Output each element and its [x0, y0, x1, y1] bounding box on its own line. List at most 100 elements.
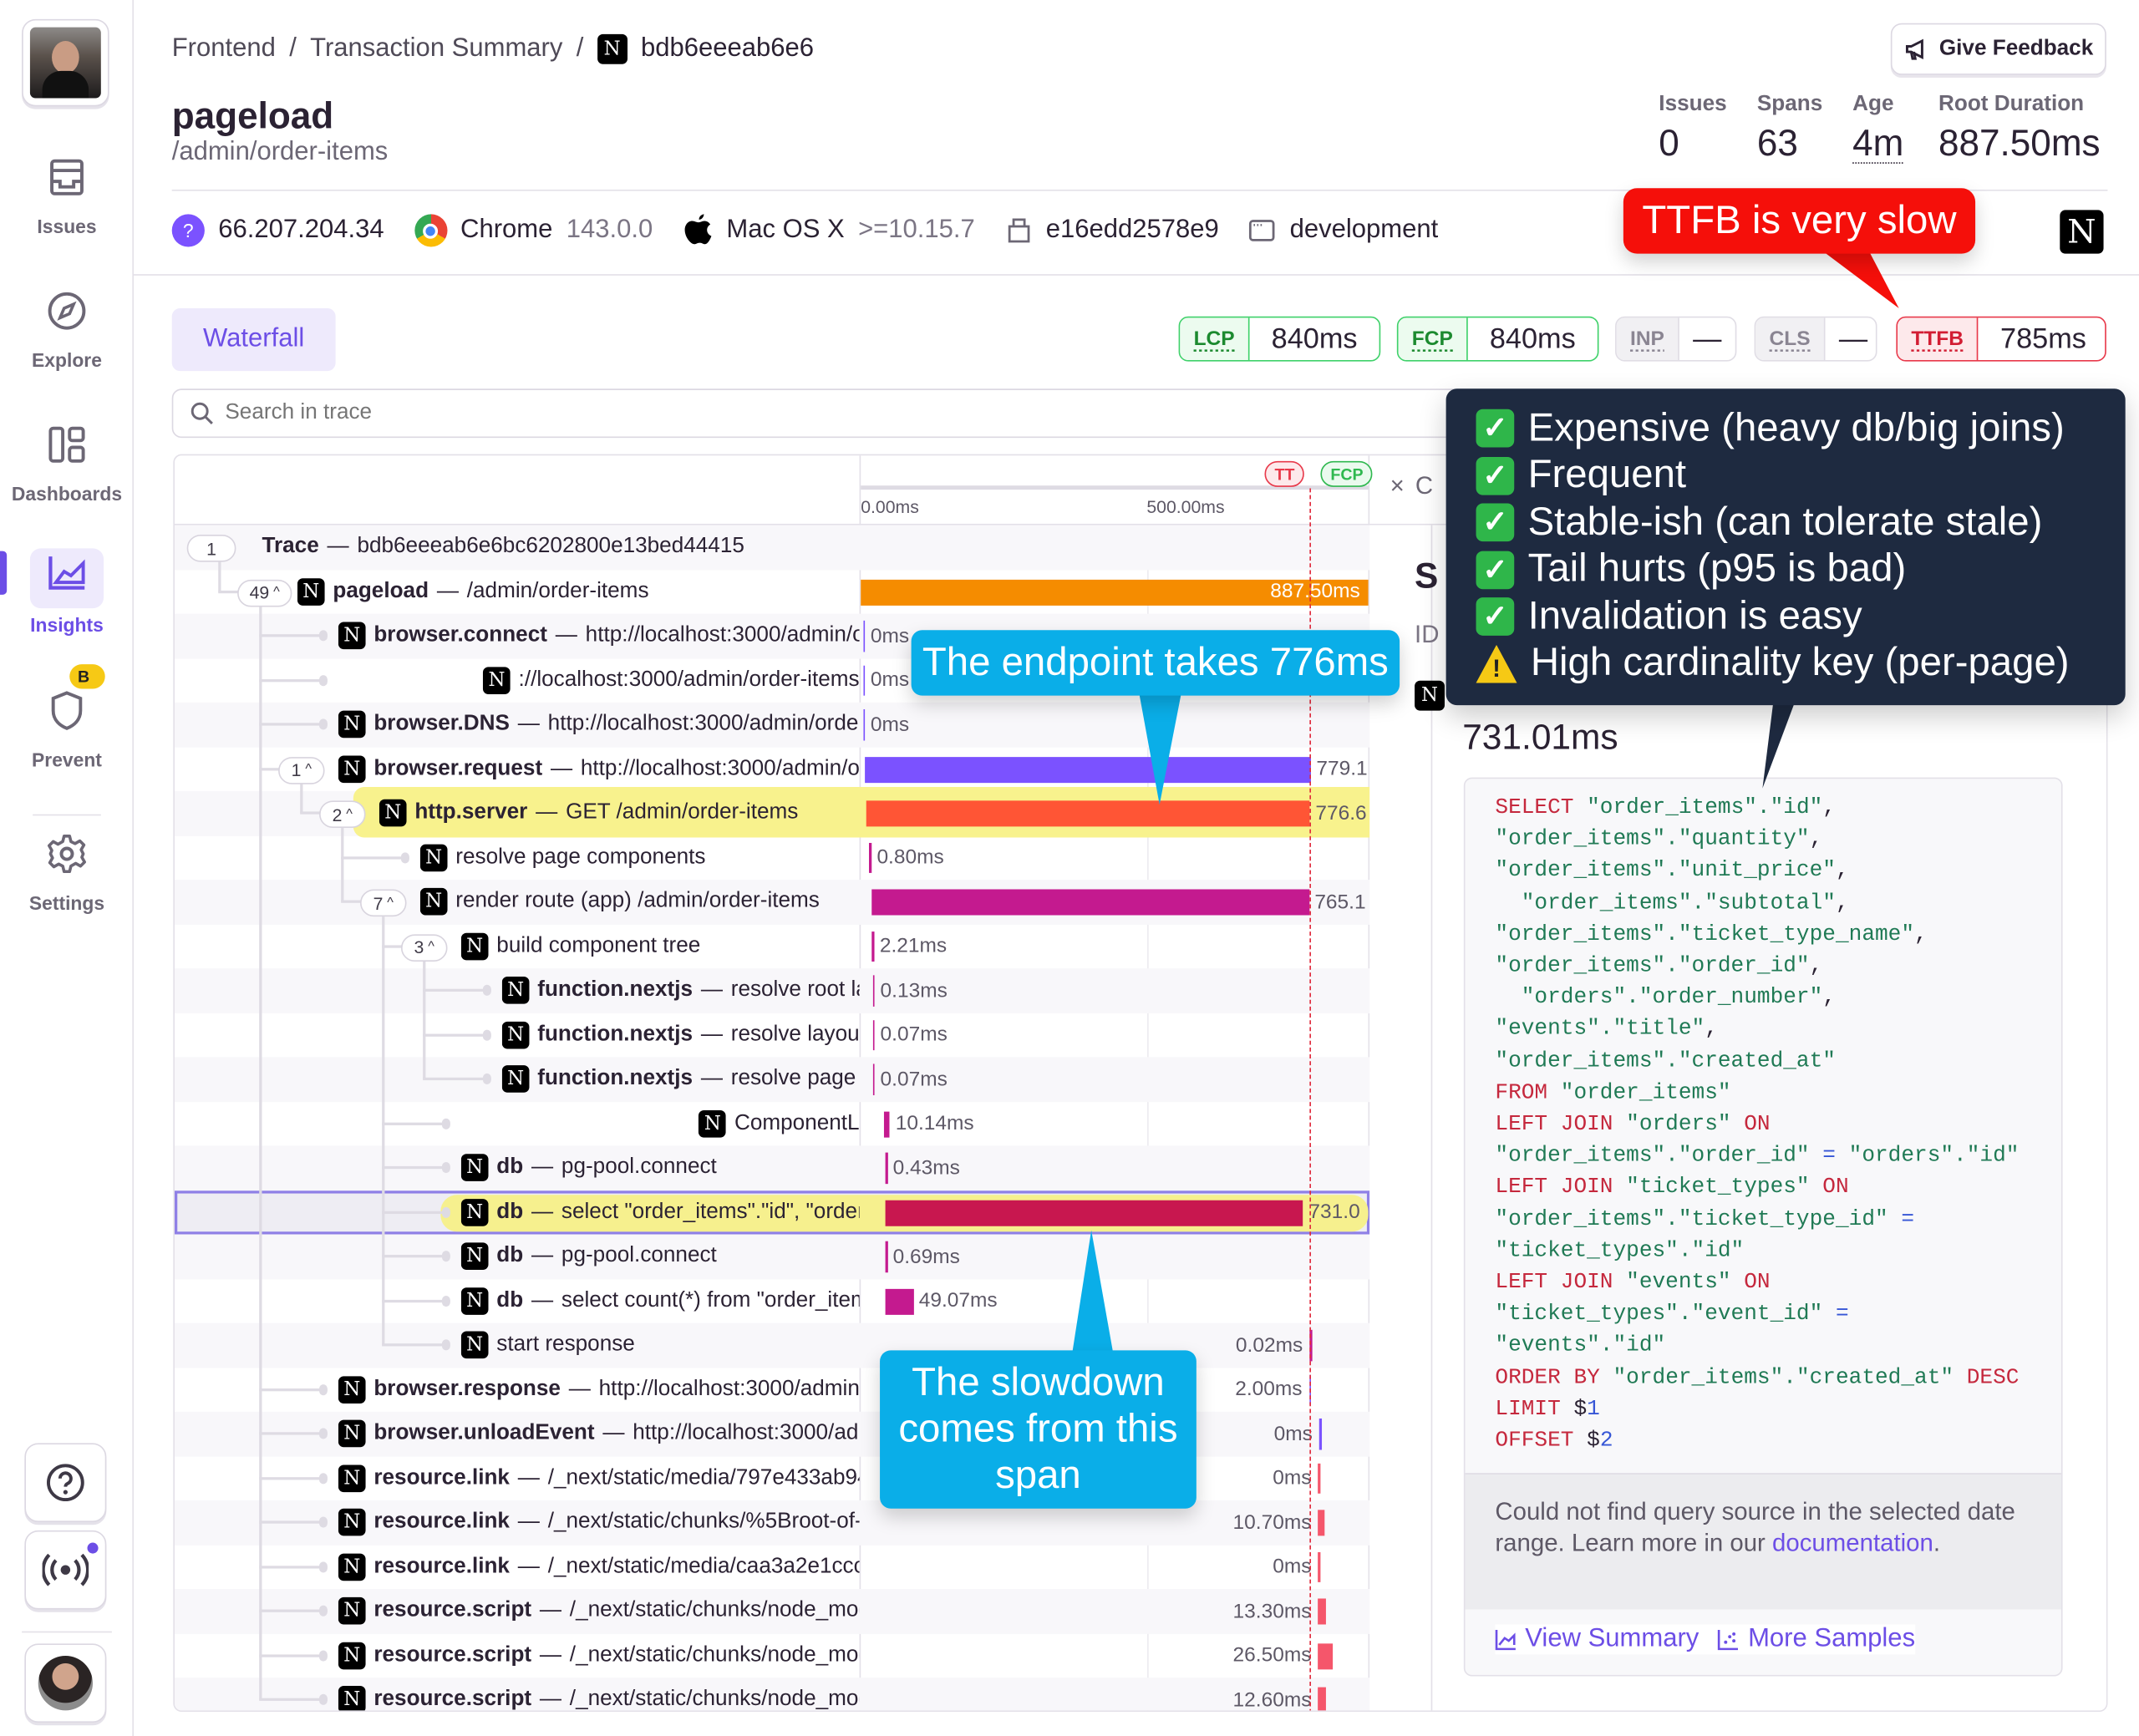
- span-bar[interactable]: [884, 1110, 891, 1137]
- span-row[interactable]: [174, 1057, 1370, 1102]
- source-note-text: Could not find query source in the selec…: [1495, 1497, 2015, 1556]
- org-avatar[interactable]: [22, 18, 109, 107]
- span-bar[interactable]: [1319, 1418, 1322, 1449]
- give-feedback-button[interactable]: Give Feedback: [1890, 23, 2106, 75]
- toggle-children-button[interactable]: 49^: [237, 579, 292, 607]
- toggle-children-button[interactable]: 3^: [400, 933, 448, 962]
- user-ip[interactable]: ? 66.207.204.34: [171, 214, 384, 247]
- vital-cls[interactable]: CLS—: [1754, 316, 1877, 362]
- minimap-track[interactable]: [861, 485, 1369, 490]
- broadcasts-button[interactable]: [24, 1530, 107, 1610]
- span-bar[interactable]: [1318, 1551, 1321, 1582]
- span-bar[interactable]: [885, 1199, 1303, 1226]
- span-bar[interactable]: [871, 931, 875, 962]
- span-bar[interactable]: [866, 800, 1310, 827]
- sidebar-item-insights[interactable]: Insights: [0, 548, 134, 636]
- breadcrumb-frontend[interactable]: Frontend: [171, 33, 276, 63]
- sql-token: ,: [1835, 858, 1849, 883]
- span-bar[interactable]: [885, 1288, 914, 1315]
- more-samples-link[interactable]: More Samples: [1718, 1624, 1915, 1654]
- span-row[interactable]: [174, 1145, 1370, 1190]
- span-bar[interactable]: [1318, 1510, 1324, 1536]
- stat-value[interactable]: 4m: [1852, 122, 1904, 164]
- span-bar[interactable]: [872, 975, 876, 1007]
- sidebar-item-dashboards[interactable]: Dashboards: [0, 423, 134, 505]
- span-row[interactable]: [174, 1589, 1370, 1634]
- span-bar[interactable]: [1318, 1642, 1334, 1669]
- marker-tt[interactable]: TT: [1265, 460, 1304, 487]
- span-label[interactable]: Trace—bdb6eeeab6e6bc6202800e13bed44415: [262, 525, 848, 570]
- span-label[interactable]: Ndb—select "order_items"."id", "order_it…: [460, 1190, 860, 1234]
- span-bar[interactable]: [1318, 1598, 1326, 1625]
- sidebar-item-issues[interactable]: Issues: [0, 155, 134, 237]
- sidebar-item-explore[interactable]: Explore: [0, 289, 134, 371]
- trace-row[interactable]: [174, 525, 1370, 570]
- os-info[interactable]: Mac OS X >=10.15.7: [683, 213, 975, 248]
- span-bar[interactable]: [872, 1063, 876, 1095]
- sidebar-item-settings[interactable]: Settings: [0, 832, 134, 914]
- toggle-children-button[interactable]: 1: [186, 535, 236, 562]
- toggle-children-button[interactable]: 2^: [319, 800, 366, 829]
- span-bar[interactable]: [862, 664, 866, 696]
- span-row[interactable]: [174, 1678, 1370, 1711]
- toggle-children-button[interactable]: 7^: [360, 889, 407, 917]
- help-button[interactable]: [24, 1443, 107, 1523]
- browser-info[interactable]: Chrome 143.0.0: [414, 214, 653, 247]
- span-bar[interactable]: [871, 889, 1309, 916]
- toggle-children-button[interactable]: 1^: [278, 756, 325, 784]
- close-detail-button[interactable]: ×C: [1390, 472, 1433, 500]
- search-input[interactable]: [225, 400, 1044, 426]
- span-label[interactable]: N://localhost:3000/admin/order-items: [338, 658, 860, 703]
- span-bar[interactable]: [861, 579, 1369, 606]
- span-bar[interactable]: [869, 842, 871, 873]
- span-bar[interactable]: [1318, 1687, 1326, 1711]
- span-row[interactable]: [174, 968, 1370, 1013]
- span-bar[interactable]: [1318, 1463, 1321, 1494]
- breadcrumb-transaction-summary[interactable]: Transaction Summary: [310, 33, 563, 63]
- user-avatar-button[interactable]: [24, 1643, 107, 1723]
- sidebar-item-prevent[interactable]: B Prevent: [0, 664, 134, 770]
- tab-waterfall[interactable]: Waterfall: [171, 307, 336, 372]
- marker-fcp[interactable]: FCP: [1320, 460, 1373, 487]
- span-bar[interactable]: [865, 756, 1311, 783]
- span-bar[interactable]: [885, 1241, 888, 1272]
- checklist-text: Tail hurts (p95 is bad): [1527, 547, 1907, 591]
- documentation-link[interactable]: documentation: [1772, 1529, 1933, 1556]
- span-bar[interactable]: [872, 1019, 876, 1051]
- vital-inp[interactable]: INP—: [1615, 316, 1737, 362]
- span-row[interactable]: [174, 1234, 1370, 1279]
- span-bar[interactable]: [885, 1152, 888, 1184]
- environment-info[interactable]: development: [1249, 216, 1438, 246]
- release-info[interactable]: e16edd2578e9: [1005, 216, 1219, 246]
- span-bar[interactable]: [862, 708, 866, 740]
- view-summary-link[interactable]: View Summary: [1495, 1624, 1699, 1654]
- span-bar[interactable]: [862, 620, 866, 652]
